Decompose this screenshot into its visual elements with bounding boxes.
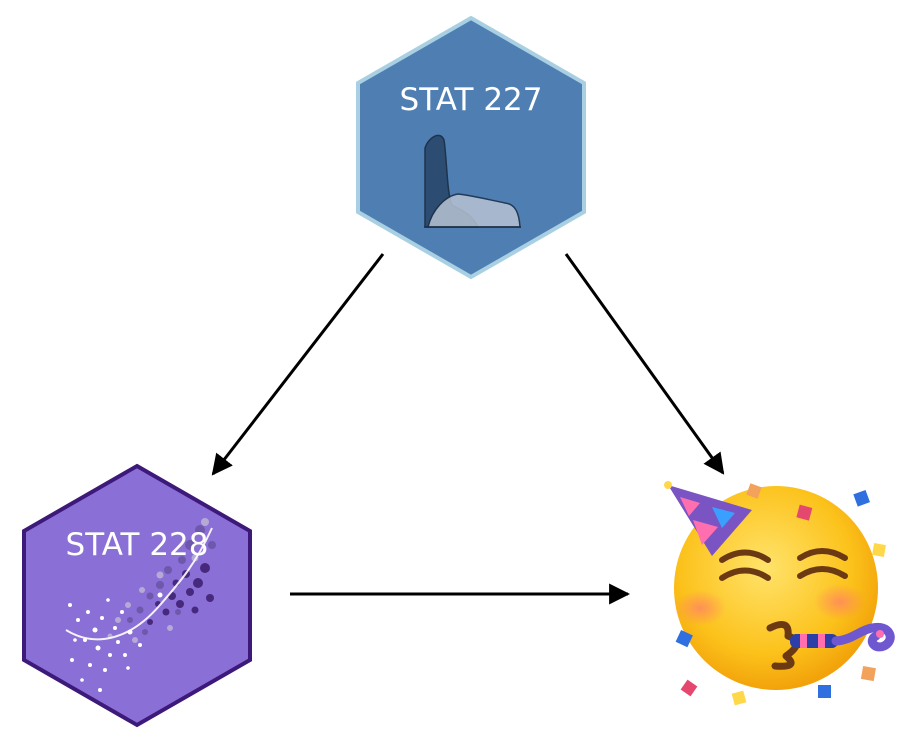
stat227-hex-sticker: STAT 227: [356, 15, 586, 280]
stat227-label: STAT 227: [400, 82, 543, 118]
party-horn-icon: [790, 622, 895, 652]
confetti-icon: [675, 483, 886, 706]
density-plot-icon: [424, 134, 521, 228]
party-hat-icon: [664, 481, 752, 556]
stat228-hex-shape: [22, 463, 252, 728]
arrow-stat227-to-stat228: [211, 253, 385, 476]
stat227-hex-shape: [356, 15, 586, 280]
stat228-label: STAT 228: [66, 527, 209, 563]
arrow-stat227-to-partying-face: [564, 253, 725, 475]
scatter-plot-icon: [65, 518, 216, 692]
stat228-hex-sticker: STAT 228: [22, 463, 252, 728]
partying-face-icon: [664, 481, 895, 706]
